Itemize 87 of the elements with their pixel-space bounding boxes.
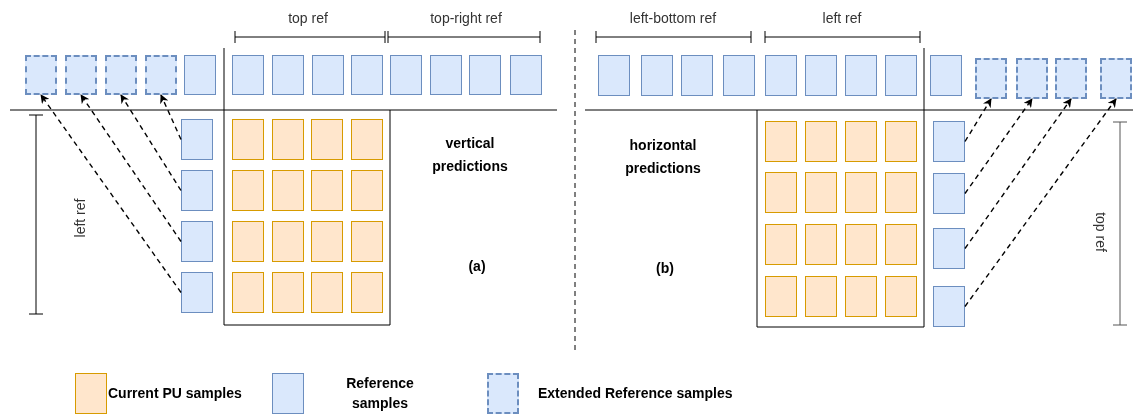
reference-sample-square <box>181 119 213 160</box>
extended-reference-square <box>1016 58 1048 99</box>
current-sample-square <box>845 172 877 213</box>
reference-sample-square <box>930 55 962 96</box>
current-sample-square <box>805 276 837 317</box>
current-sample-square <box>311 119 343 160</box>
reference-sample-square <box>181 272 213 313</box>
arrow <box>964 98 1033 195</box>
current-sample-square <box>845 276 877 317</box>
current-sample-square <box>845 224 877 265</box>
arrow <box>964 98 992 143</box>
reference-sample-square <box>510 55 542 95</box>
current-sample-square <box>805 224 837 265</box>
reference-sample-square <box>723 55 755 96</box>
current-sample-square <box>272 119 304 160</box>
extended-reference-square <box>1055 58 1087 99</box>
extended-reference-square <box>65 55 97 95</box>
current-sample-square <box>272 272 304 313</box>
current-sample-square <box>311 272 343 313</box>
reference-sample-square <box>641 55 673 96</box>
current-sample-square <box>805 121 837 162</box>
current-sample-square <box>351 170 383 211</box>
extended-reference-square <box>975 58 1007 99</box>
panel-caption: vertical predictions <box>431 134 509 176</box>
current-sample-square <box>232 272 264 313</box>
panel-label: (b) <box>655 258 675 278</box>
reference-sample-square <box>232 55 264 95</box>
current-sample-square <box>805 172 837 213</box>
reference-sample-square <box>312 55 344 95</box>
reference-sample-square <box>430 55 462 95</box>
legend-text: Current PU samples <box>108 384 243 403</box>
reference-sample-square <box>933 228 965 269</box>
range-label: left ref <box>821 8 863 28</box>
reference-sample-square <box>681 55 713 96</box>
current-sample-square <box>232 221 264 262</box>
reference-sample-square <box>598 55 630 96</box>
current-sample-square <box>765 276 797 317</box>
reference-sample-square <box>351 55 383 95</box>
reference-sample-square <box>181 221 213 262</box>
reference-sample-square <box>469 55 501 95</box>
current-sample-square <box>351 119 383 160</box>
reference-sample-square <box>933 173 965 214</box>
reference-sample-square <box>933 121 965 162</box>
current-sample-square <box>765 121 797 162</box>
current-sample-square <box>885 121 917 162</box>
panel-label: (a) <box>467 256 487 276</box>
extended-reference-square <box>105 55 137 95</box>
current-sample-square <box>311 221 343 262</box>
reference-sample-square <box>933 286 965 327</box>
current-sample-square <box>351 272 383 313</box>
current-sample-square <box>885 224 917 265</box>
reference-sample-square <box>765 55 797 96</box>
arrow <box>40 94 182 294</box>
range-label: top ref <box>1091 212 1110 252</box>
reference-sample-square <box>885 55 917 96</box>
current-sample-square <box>232 170 264 211</box>
current-sample-square <box>885 276 917 317</box>
arrow <box>80 94 182 243</box>
current-sample-square <box>765 224 797 265</box>
current-sample-square <box>232 119 264 160</box>
current-sample-square <box>845 121 877 162</box>
extended-reference-square <box>25 55 57 95</box>
reference-sample-square <box>184 55 216 95</box>
reference-sample-square <box>805 55 837 96</box>
current-sample-square <box>885 172 917 213</box>
reference-sample-square <box>272 55 304 95</box>
current-sample-square <box>272 170 304 211</box>
range-label: top ref <box>287 8 329 28</box>
range-label: top-right ref <box>429 8 503 28</box>
arrow <box>120 94 182 192</box>
extended-reference-square <box>1100 58 1132 99</box>
current-sample-square <box>765 172 797 213</box>
range-label: left-bottom ref <box>628 8 718 28</box>
arrow <box>964 98 1072 250</box>
panel-caption: horizontal predictions <box>624 136 702 178</box>
range-label: left ref <box>70 198 89 238</box>
arrow <box>160 94 182 141</box>
arrow <box>964 98 1117 308</box>
reference-sample-square <box>390 55 422 95</box>
reference-sample-square <box>181 170 213 211</box>
extended-reference-square <box>145 55 177 95</box>
legend-text: Extended Reference samples <box>538 384 734 403</box>
reference-sample-square <box>845 55 877 96</box>
current-sample-square <box>272 221 304 262</box>
legend-text: Reference samples <box>345 374 415 413</box>
current-sample-square <box>311 170 343 211</box>
current-sample-square <box>351 221 383 262</box>
